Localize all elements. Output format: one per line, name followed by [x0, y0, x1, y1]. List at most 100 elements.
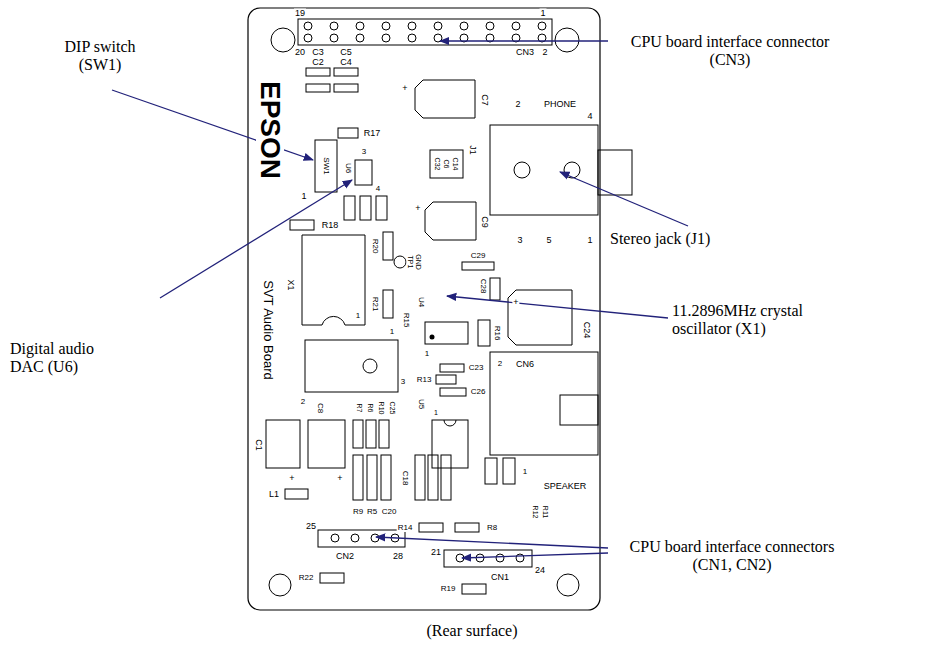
component-outline [490, 352, 598, 455]
silkscreen-label: C20 [381, 508, 398, 516]
cpu-connector [318, 530, 532, 567]
component-outline [266, 68, 598, 594]
component-outline [305, 340, 398, 392]
component-outline [560, 395, 598, 425]
silkscreen-label: 3 [516, 236, 523, 245]
silkscreen-label: R8 [486, 524, 498, 532]
component-outline [344, 196, 355, 220]
callout-label: CPU board interface connectors (CN1, CN2… [612, 538, 852, 575]
silkscreen-label: R12 [532, 505, 539, 520]
component-outline [308, 420, 345, 468]
silkscreen-label: 4 [586, 112, 593, 121]
component-outline [306, 68, 330, 76]
component-outline [503, 458, 515, 484]
silkscreen-label: R17 [363, 129, 382, 138]
silkscreen-label: 25 [305, 522, 317, 531]
leader-line [160, 180, 352, 298]
silkscreen-label: R10 [378, 401, 385, 416]
leader-line [462, 553, 608, 558]
silkscreen-label: 21 [430, 548, 442, 557]
callout-label: DIP switch (SW1) [50, 38, 150, 75]
silkscreen-label: PHONE [543, 100, 577, 109]
pin-header [304, 34, 312, 42]
pin-header [356, 34, 364, 42]
stereo-jack [564, 162, 580, 178]
silkscreen-label: C3 [311, 48, 325, 57]
cpu-connector [516, 554, 524, 562]
silkscreen-label: C29 [470, 252, 487, 260]
chip-dot [430, 335, 435, 340]
silkscreen-label: SPEAKER [543, 482, 588, 491]
component-outline [306, 84, 330, 92]
component-outline [302, 235, 365, 325]
pin-header [304, 22, 546, 42]
silkscreen-label: GND [415, 253, 422, 271]
silkscreen-label: C4 [339, 58, 353, 67]
component-outline [415, 80, 475, 118]
silkscreen-label: R11 [542, 505, 549, 519]
silkscreen-label: C8 [316, 402, 324, 414]
silkscreen-label: C23 [468, 364, 485, 372]
silkscreen-label: CN3 [515, 48, 535, 57]
component-outline [415, 455, 425, 500]
silkscreen-label: C26 [470, 388, 487, 396]
silkscreen-label: C9 [480, 215, 489, 229]
component-outline [440, 364, 464, 372]
board-outline [248, 8, 600, 610]
component-outline [490, 278, 500, 300]
cpu-connector [331, 534, 339, 542]
silkscreen-label: R13 [416, 376, 433, 384]
pin-header [304, 22, 312, 30]
component-outline [383, 290, 393, 318]
cpu-connector [318, 530, 405, 547]
silkscreen-label: C18 [401, 470, 409, 487]
component-outline [462, 584, 486, 594]
silkscreen-label: R7 [356, 403, 363, 414]
mounting-hole [269, 28, 579, 596]
silkscreen-label: 2 [541, 48, 548, 57]
silkscreen-label: R22 [298, 574, 315, 582]
silkscreen-label: 1 [522, 468, 528, 476]
silkscreen-label: U6 [344, 162, 352, 174]
silkscreen-label: + [414, 204, 421, 213]
leader-line [440, 40, 608, 41]
silkscreen-label: R18 [321, 221, 340, 230]
cpu-connector [444, 550, 532, 567]
component-outline [334, 68, 358, 76]
silkscreen-label: + [401, 84, 408, 93]
silkscreen-label: 1 [433, 409, 439, 416]
pin-header [538, 22, 546, 30]
callout-label: Stereo jack (J1) [610, 230, 710, 248]
leader-line [447, 296, 668, 318]
pin-header [356, 22, 364, 30]
component-outline [383, 232, 393, 260]
pin-header [382, 22, 390, 30]
silkscreen-label: C28 [479, 278, 487, 295]
pin-header [486, 22, 494, 30]
silkscreen-label: C7 [480, 93, 489, 107]
mounting-hole [557, 574, 579, 596]
silkscreen-label: 3 [400, 378, 406, 386]
component-outline [367, 455, 377, 500]
leader-line [376, 537, 608, 548]
figure-caption: (Rear surface) [372, 622, 572, 640]
silkscreen-label: 2 [514, 100, 521, 109]
silkscreen-label: CN6 [515, 360, 535, 369]
mounting-hole [271, 28, 295, 52]
silkscreen-label: C24 [582, 321, 591, 340]
silkscreen-label: R5 [366, 508, 378, 516]
silkscreen-label: 24 [534, 566, 546, 575]
component-outline [290, 220, 314, 230]
mounting-hole [269, 574, 291, 596]
component-outline [425, 322, 468, 344]
component-outline [425, 202, 476, 240]
silkscreen-label: C14 [452, 157, 459, 172]
silkscreen-label: 1 [389, 328, 395, 336]
silkscreen-label: 1 [355, 312, 361, 320]
pin-header [408, 34, 416, 42]
component-outline [508, 290, 572, 345]
silkscreen-label: CN2 [335, 552, 355, 561]
silkscreen-label: R21 [371, 296, 379, 313]
board-outline [248, 8, 600, 610]
silkscreen-label: 1 [539, 9, 546, 18]
